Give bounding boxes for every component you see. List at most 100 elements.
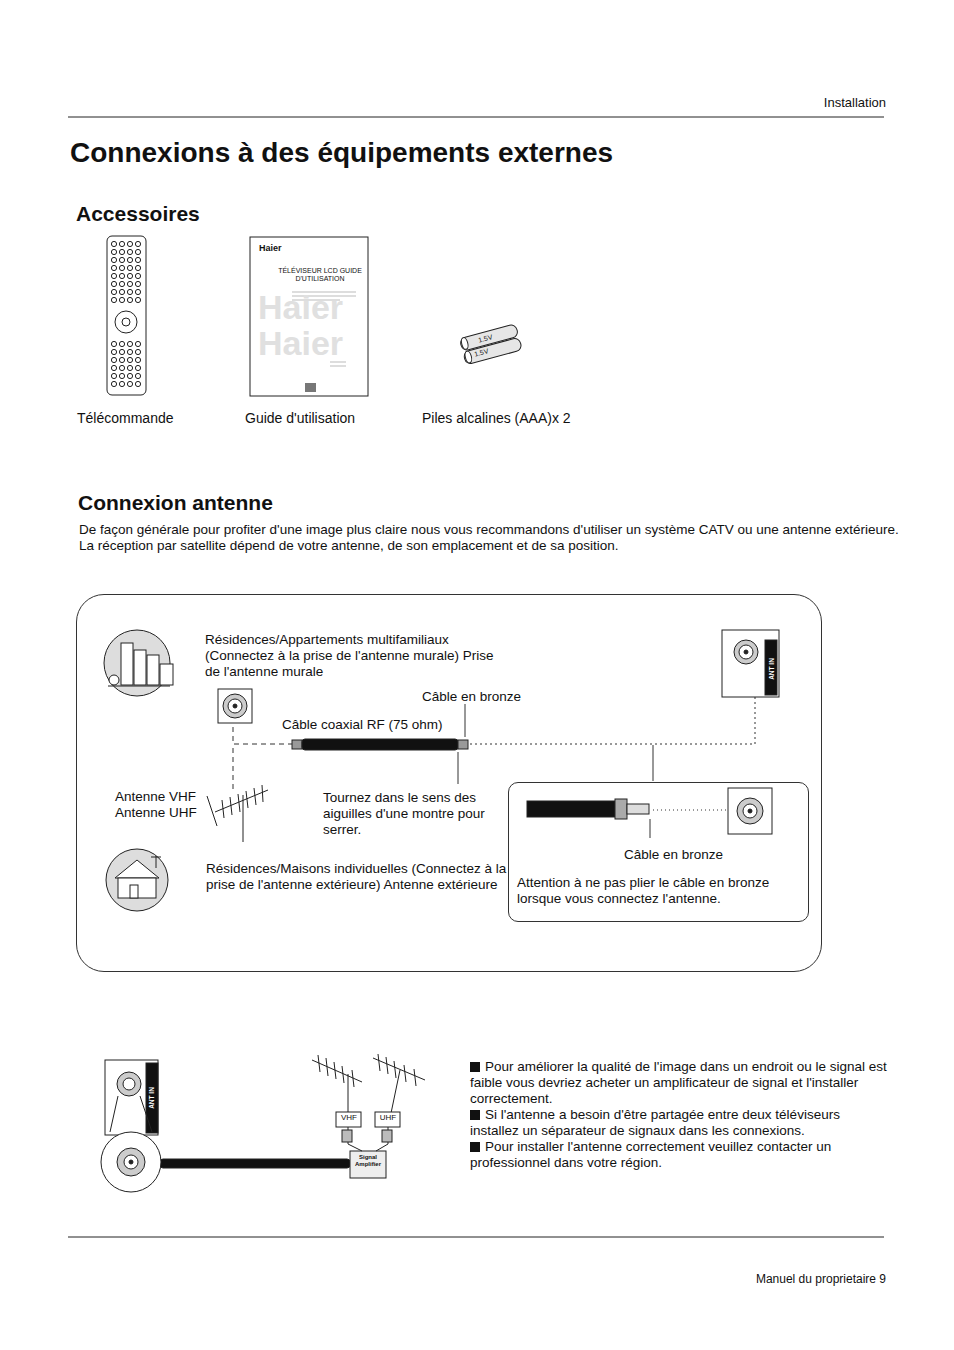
- antenna: [254, 788, 256, 805]
- antenna: [207, 796, 217, 826]
- remote-button: [135, 241, 140, 246]
- rule-line: [68, 1237, 884, 1238]
- coax-cable: [292, 740, 302, 749]
- page-title: Connexions à des équipements externes: [70, 136, 613, 170]
- remote-button: [119, 241, 124, 246]
- remote-button: [111, 297, 116, 302]
- remote-button: [119, 273, 124, 278]
- ant-in-detail: [146, 1063, 158, 1133]
- bullet-text: Si l'antenne a besoin d'être partagée en…: [470, 1107, 840, 1138]
- coax-cable: [458, 740, 468, 749]
- wall-socket: [218, 689, 252, 723]
- manual-cover: [330, 362, 346, 363]
- yagi-antenna: [342, 1130, 352, 1142]
- remote-button: [111, 257, 116, 262]
- node-text: Résidences/Appartements multifamiliaux (…: [205, 632, 505, 681]
- signal-line: [653, 810, 728, 811]
- remote-button: [135, 289, 140, 294]
- label: Haier Haier: [258, 290, 358, 361]
- manual-cover: [305, 383, 316, 392]
- remote-button: [119, 265, 124, 270]
- remote-button: [119, 349, 124, 354]
- apartment-icon: [109, 675, 119, 685]
- signal-line: [650, 819, 651, 838]
- remote-button: [119, 257, 124, 262]
- bullet-item: Pour améliorer la qualité de l'image dan…: [470, 1059, 888, 1107]
- label: Connexion antenne: [78, 490, 378, 515]
- remote-control: [107, 236, 146, 395]
- apartment-icon: [104, 630, 170, 696]
- remote-button: [135, 265, 140, 270]
- house-icon: [130, 885, 138, 898]
- antenna: [262, 785, 263, 802]
- ant-in-detail: [105, 1060, 158, 1135]
- remote-button: [127, 373, 132, 378]
- battery: [460, 337, 469, 350]
- yagi-antenna: [414, 1069, 416, 1086]
- bullet-text: Pour améliorer la qualité de l'image dan…: [470, 1059, 887, 1106]
- ant-in-panel: [765, 640, 777, 695]
- antenna: [222, 800, 224, 818]
- antenna: [246, 791, 248, 808]
- yagi-antenna: [394, 1061, 396, 1078]
- yagi-antenna: [352, 1070, 354, 1087]
- node-text: Tournez dans le sens des aiguilles d'une…: [323, 790, 505, 839]
- ant-in-detail: [110, 1096, 118, 1132]
- remote-button: [127, 273, 132, 278]
- ant-in-detail: [117, 1072, 141, 1096]
- label: Guide d'utilisation: [245, 410, 415, 427]
- yagi-antenna: [386, 1057, 388, 1074]
- antenna-panel: Résidences/Appartements multifamiliaux (…: [76, 594, 822, 972]
- house-icon: [115, 860, 159, 878]
- ant-in-detail: [129, 1160, 133, 1164]
- remote-button: [127, 357, 132, 362]
- yagi-antenna: [342, 1066, 344, 1083]
- ant-in-panel: [734, 640, 758, 664]
- remote-button: [135, 249, 140, 254]
- caution-box: Câble en bronzeAttention à ne pas plier …: [508, 782, 809, 922]
- remote-button: [135, 341, 140, 346]
- yagi-antenna: [382, 1130, 392, 1142]
- antenna: [230, 797, 232, 815]
- node-text: ANT IN: [767, 644, 777, 694]
- remote-button: [119, 289, 124, 294]
- bullet-square: [470, 1062, 480, 1072]
- coax-cable: [627, 804, 649, 814]
- ant-in-detail: [124, 1155, 138, 1169]
- remote-button: [127, 289, 132, 294]
- remote-button: [119, 357, 124, 362]
- label: Installation: [636, 95, 886, 111]
- node-text: Résidences/Maisons individuelles (Connec…: [206, 861, 511, 893]
- remote-button: [119, 341, 124, 346]
- apartment-icon: [121, 643, 133, 685]
- rule-line: [68, 117, 884, 118]
- coax-cable: [615, 799, 627, 819]
- remote-control: [107, 236, 146, 395]
- remote-button: [135, 357, 140, 362]
- ant-in-panel: [737, 798, 763, 824]
- antenna: [243, 795, 244, 842]
- remote-button: [111, 281, 116, 286]
- ant-in-panel: [739, 645, 753, 659]
- remote-button: [135, 297, 140, 302]
- remote-button: [111, 289, 116, 294]
- label: De façon générale pour profiter d'une im…: [79, 522, 904, 554]
- remote-button: [127, 349, 132, 354]
- bullet-text: Pour installer l'antenne correctement ve…: [470, 1139, 831, 1170]
- yagi-antenna: [390, 1070, 400, 1118]
- ant-in-panel: [728, 788, 772, 834]
- remote-button: [135, 273, 140, 278]
- yagi-antenna: [375, 1112, 400, 1127]
- apartment-icon: [108, 686, 170, 687]
- remote-button: [135, 381, 140, 386]
- remote-button: [111, 349, 116, 354]
- remote-button: [135, 365, 140, 370]
- wall-socket: [228, 699, 242, 713]
- antenna: [238, 794, 240, 812]
- ant-in-detail: [101, 1132, 161, 1192]
- remote-button: [119, 381, 124, 386]
- bullet-square: [470, 1110, 480, 1120]
- node-text: Attention à ne pas plier le câble en bro…: [517, 875, 809, 907]
- remote-button: [127, 241, 132, 246]
- manual-cover: [250, 237, 368, 396]
